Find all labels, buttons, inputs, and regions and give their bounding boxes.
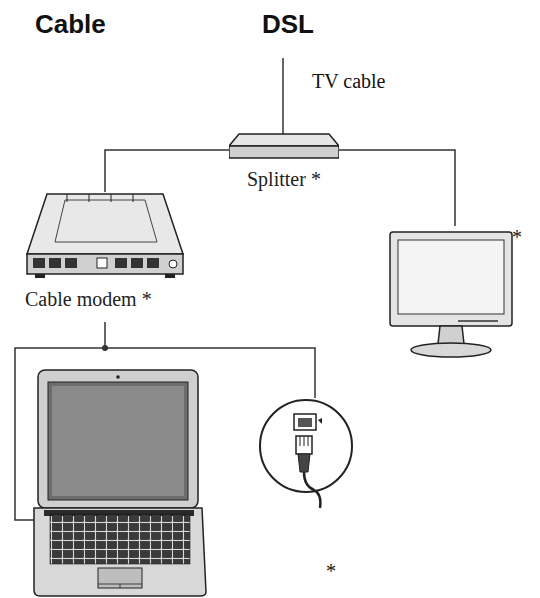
cable-label: TV cable [312, 70, 386, 92]
node-label: Splitter * [247, 168, 321, 190]
laptop [34, 370, 206, 596]
ethernet-plug-closeup [260, 400, 352, 508]
tv-monitor: * [388, 226, 522, 360]
node-label: * [512, 226, 522, 248]
heading: DSL [262, 10, 314, 39]
connector [339, 150, 455, 226]
node-label: Cable modem * [25, 288, 152, 310]
splitter-box: Splitter * [229, 128, 339, 192]
wire-junction [102, 345, 108, 351]
connector [105, 150, 229, 192]
cable-modem: Cable modem * [25, 192, 185, 312]
splitter-box-outline [229, 128, 339, 160]
cable-modem-outline [25, 192, 185, 284]
tv-monitor-outline [388, 226, 522, 360]
callout-mark: * [326, 560, 336, 582]
tv-cable-line [282, 58, 284, 134]
heading: Cable [35, 10, 106, 39]
